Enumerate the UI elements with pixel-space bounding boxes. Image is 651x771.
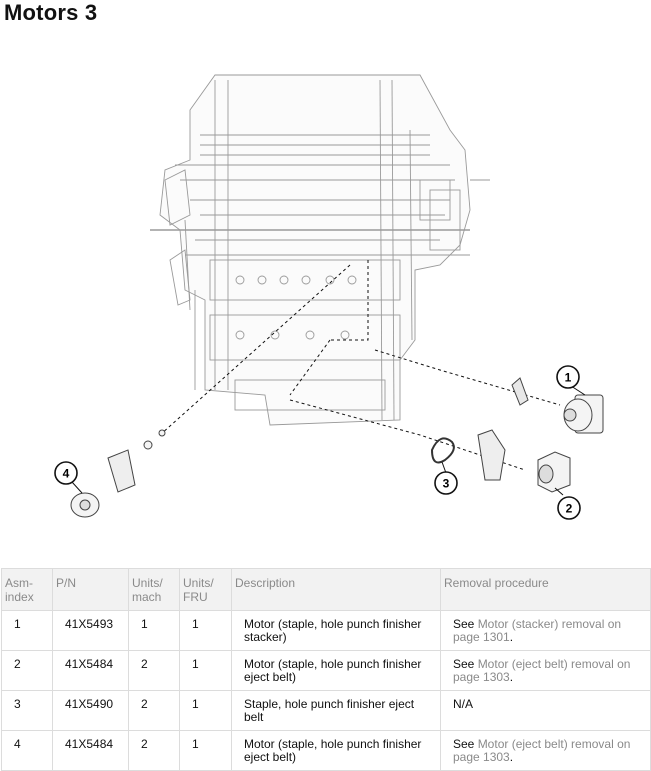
table-row: 1 41X5493 1 1 Motor (staple, hole punch … [1, 610, 651, 651]
part-4-motor [70, 429, 166, 518]
cell-index: 4 [1, 730, 53, 771]
cell-pn: 41X5493 [52, 610, 129, 651]
removal-link[interactable]: Motor (stacker) removal on page 1301 [453, 617, 622, 644]
cell-index: 1 [1, 610, 53, 651]
cell-removal: See Motor (stacker) removal on page 1301… [440, 610, 651, 651]
cell-pn: 41X5490 [52, 690, 129, 731]
svg-text:4: 4 [63, 467, 70, 481]
cell-fru: 1 [179, 610, 232, 651]
cell-index: 2 [1, 650, 53, 691]
header-removal-procedure: Removal procedure [440, 568, 651, 611]
cell-description: Motor (staple, hole punch finisher stack… [231, 610, 441, 651]
part-2-eject-belt-motor [477, 429, 571, 493]
frame-outline [159, 74, 471, 426]
parts-diagram: 1 2 3 4 [54, 74, 604, 520]
header-units-mach: Units/mach [128, 568, 180, 611]
svg-text:2: 2 [566, 502, 573, 516]
callout-2: 2 [557, 496, 581, 520]
cell-mach: 2 [128, 730, 180, 771]
table-row: 2 41X5484 2 1 Motor (staple, hole punch … [1, 650, 651, 691]
cell-removal: N/A [440, 690, 651, 731]
cell-description: Staple, hole punch finisher eject belt [231, 690, 441, 731]
callout-4: 4 [54, 461, 78, 485]
header-asm-index: Asm-index [1, 568, 53, 611]
cell-mach: 1 [128, 610, 180, 651]
header-description: Description [231, 568, 441, 611]
svg-text:3: 3 [443, 477, 450, 491]
cell-pn: 41X5484 [52, 730, 129, 771]
callout-3: 3 [434, 471, 458, 495]
cell-fru: 1 [179, 650, 232, 691]
cell-pn: 41X5484 [52, 650, 129, 691]
cell-index: 3 [1, 690, 53, 731]
cell-mach: 2 [128, 650, 180, 691]
cell-removal: See Motor (eject belt) removal on page 1… [440, 650, 651, 691]
callout-1: 1 [556, 365, 580, 389]
cell-fru: 1 [179, 730, 232, 771]
table-row: 4 41X5484 2 1 Motor (staple, hole punch … [1, 730, 651, 771]
removal-link[interactable]: Motor (eject belt) removal on page 1303 [453, 657, 631, 684]
cell-description: Motor (staple, hole punch finisher eject… [231, 730, 441, 771]
cell-removal: See Motor (eject belt) removal on page 1… [440, 730, 651, 771]
header-units-fru: Units/FRU [179, 568, 232, 611]
header-pn: P/N [52, 568, 129, 611]
table-header-row: Asm-index P/N Units/mach Units/FRU Descr… [1, 568, 651, 611]
cell-mach: 2 [128, 690, 180, 731]
cell-description: Motor (staple, hole punch finisher eject… [231, 650, 441, 691]
page-title: Motors 3 [4, 0, 98, 25]
parts-table: Asm-index P/N Units/mach Units/FRU Descr… [1, 568, 651, 771]
part-3-belt [430, 437, 455, 464]
cell-fru: 1 [179, 690, 232, 731]
svg-text:1: 1 [565, 371, 572, 385]
table-row: 3 41X5490 2 1 Staple, hole punch finishe… [1, 690, 651, 731]
part-1-stacker-motor [511, 377, 604, 434]
